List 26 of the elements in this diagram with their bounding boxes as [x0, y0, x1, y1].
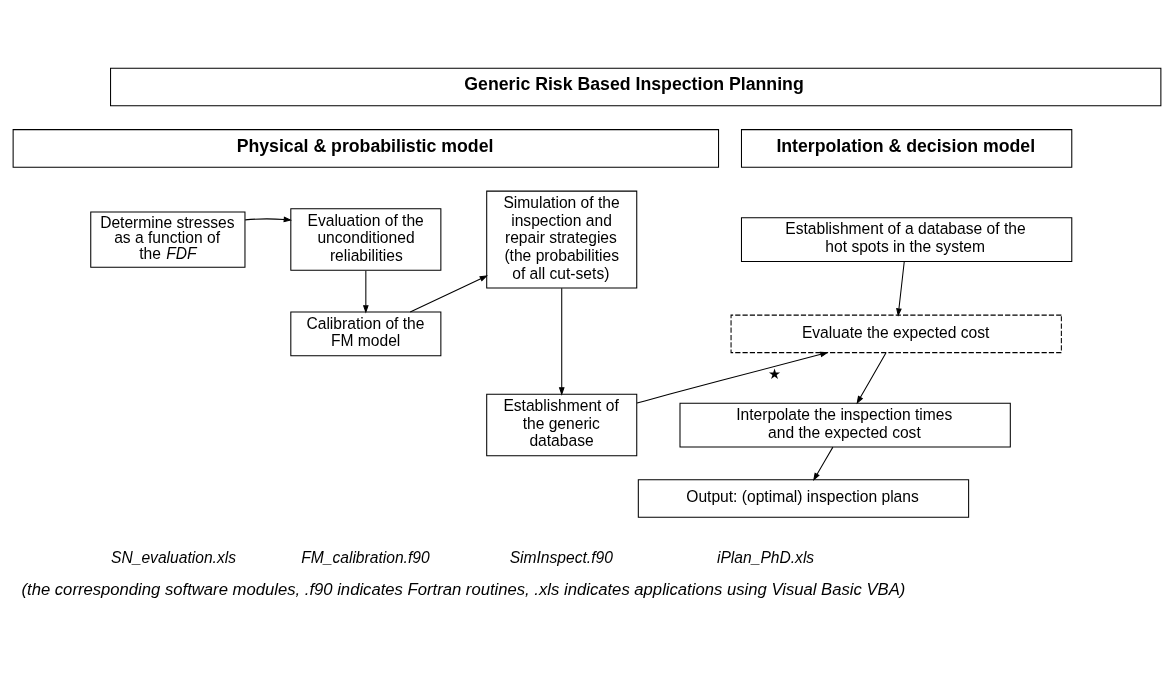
node-box: Physical & probabilistic model [12, 129, 720, 168]
node-box: Establishment of a database of the hot spots in the system [740, 217, 1073, 262]
node-box: Interpolate the inspection times and the expected cost [679, 402, 1011, 448]
node-box: Calibration of the FM model [290, 311, 442, 357]
arrow [813, 446, 834, 482]
arrow [896, 261, 905, 317]
node-box: Interpolation & decision model [740, 129, 1073, 168]
arrow [856, 352, 887, 405]
arrow [362, 270, 369, 314]
label: iPlan_PhD.xls [716, 548, 815, 566]
node-box: Simulation of the inspection and repair strategies (the probabilities of all cut-sets) [486, 190, 638, 289]
arrow [244, 216, 292, 223]
edge-label: ★ [768, 364, 782, 382]
arrow [409, 275, 488, 313]
node-box: Evaluate the expected cost [730, 314, 1062, 354]
node-box: Generic Risk Based Inspection Planning [110, 67, 1162, 107]
label: SN_evaluation.xls [111, 548, 237, 566]
node-box: Determine stresses as a function of the FDF [90, 211, 246, 268]
node-box: Establishment of the generic database [486, 393, 638, 457]
node-box: Output: (optimal) inspection plans [637, 479, 970, 518]
arrow [558, 287, 565, 396]
label: FM_calibration.f90 [301, 548, 430, 566]
caption: (the corresponding software modules, .f90 indicates Fortran routines, .xls indicates applications using Visual Basic VBA) [21, 580, 906, 600]
label: SimInspect.f90 [509, 548, 613, 566]
node-box: Evaluation of the unconditioned reliabilities [290, 208, 442, 271]
arrow [636, 351, 829, 404]
